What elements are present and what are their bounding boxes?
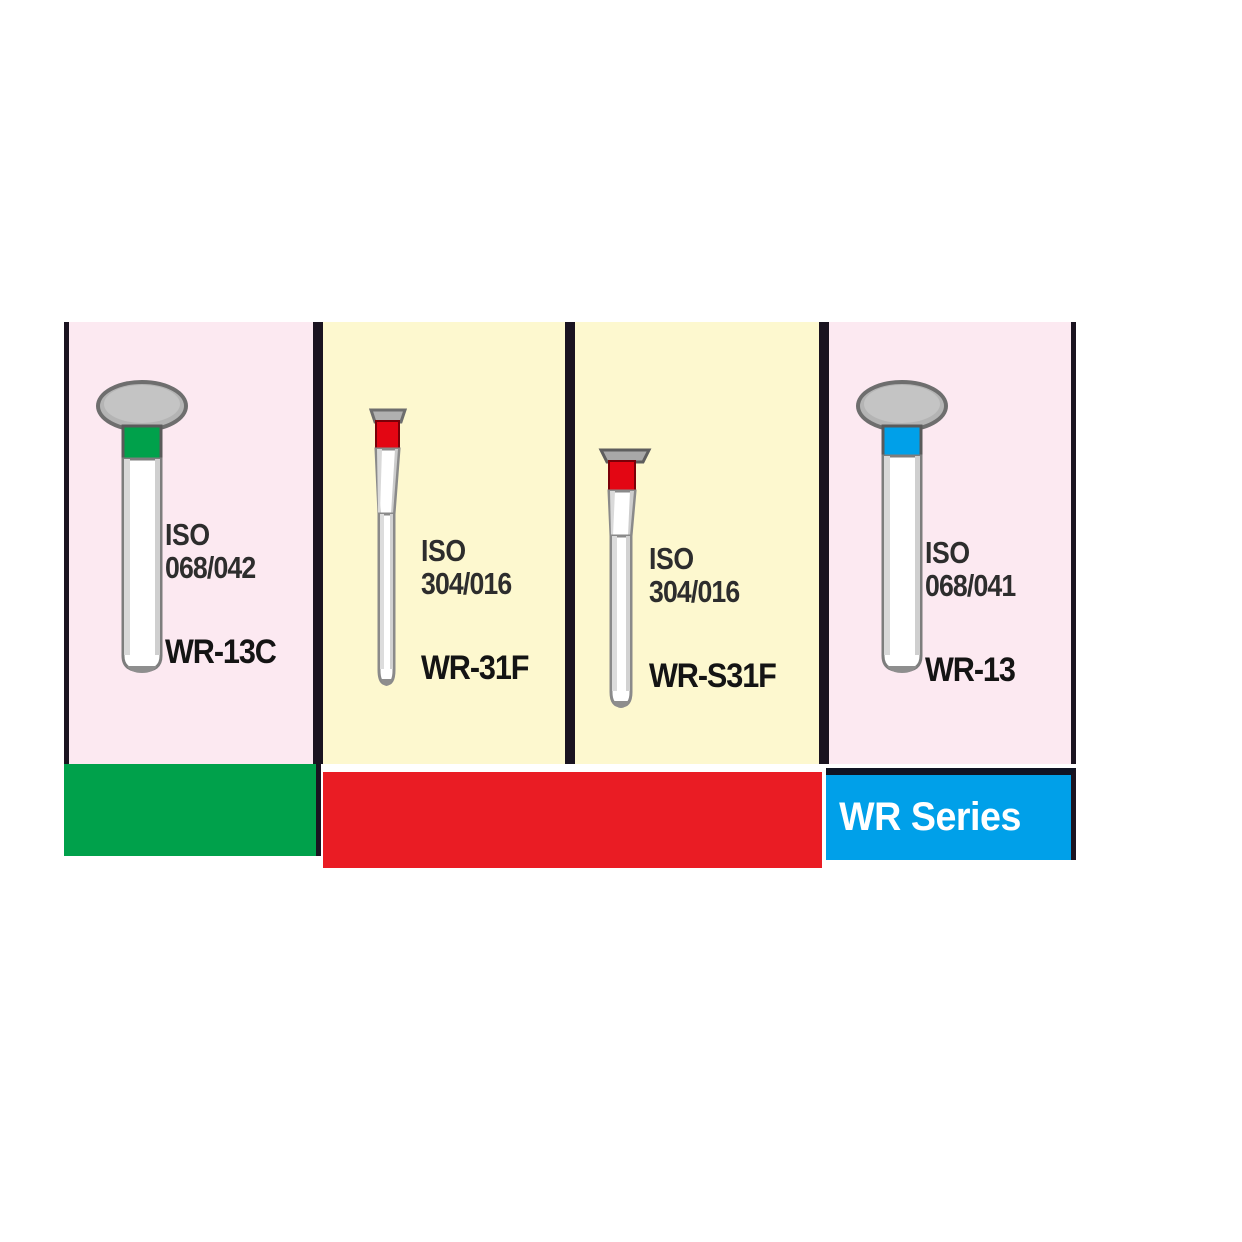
- bur-illustration-wr-s31f: [593, 444, 673, 714]
- bur-chart: ISO 068/042 WR-13C: [64, 322, 1076, 868]
- iso-label: ISO: [649, 541, 694, 576]
- iso-number: 068/042: [165, 550, 256, 586]
- bur-code: WR-31F: [421, 648, 530, 687]
- bur-code: WR-13C: [165, 632, 277, 671]
- bur-illustration-wr-13: [853, 378, 963, 678]
- color-bar-red: [323, 772, 822, 868]
- color-bar-green: [64, 764, 321, 856]
- bur-labels-wr-13c: ISO 068/042 WR-13C: [165, 518, 315, 672]
- bur-code: WR-13: [925, 650, 1016, 689]
- iso-number: 304/016: [649, 574, 740, 610]
- iso-label: ISO: [421, 533, 466, 568]
- bur-panel-wr-13[interactable]: ISO 068/041 WR-13: [824, 322, 1076, 764]
- bur-illustration-wr-31f: [359, 404, 429, 694]
- iso-label: ISO: [165, 517, 210, 552]
- bur-panel-wr-s31f[interactable]: ISO 304/016 WR-S31F: [570, 322, 824, 764]
- bur-panel-wr-31f[interactable]: ISO 304/016 WR-31F: [318, 322, 570, 764]
- bur-illustration-wr-13c: [93, 378, 203, 678]
- bur-code: WR-S31F: [649, 656, 777, 695]
- bur-labels-wr-s31f: ISO 304/016 WR-S31F: [649, 542, 799, 696]
- series-title: WR Series: [839, 795, 1021, 839]
- bur-labels-wr-31f: ISO 304/016 WR-31F: [421, 534, 571, 688]
- bur-panel-row: ISO 068/042 WR-13C: [64, 322, 1076, 764]
- color-bar-blue-wr-series: WR Series: [826, 768, 1076, 860]
- bur-panel-wr-13c[interactable]: ISO 068/042 WR-13C: [64, 322, 318, 764]
- iso-label: ISO: [925, 535, 970, 570]
- iso-number: 068/041: [925, 568, 1016, 604]
- iso-number: 304/016: [421, 566, 512, 602]
- bur-labels-wr-13: ISO 068/041 WR-13: [925, 536, 1075, 690]
